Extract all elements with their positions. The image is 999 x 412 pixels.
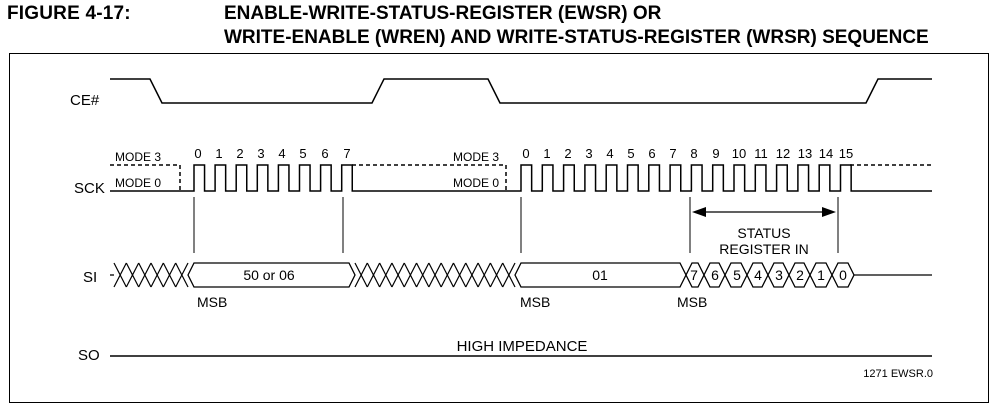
figure-reference-code: 1271 EWSR.0	[863, 368, 933, 380]
sck-waveform	[110, 164, 932, 192]
mode3-label-a: MODE 3	[115, 150, 161, 164]
clock-count-label: 6	[321, 146, 328, 161]
si-dont-care-line	[465, 262, 479, 288]
clock-count-label: 1	[215, 146, 222, 161]
clock-count-label: 5	[627, 146, 634, 161]
clock-count-label: 1	[543, 146, 550, 161]
status-register-arrow	[692, 207, 836, 217]
si-dont-care-line	[125, 262, 140, 288]
status-label-line2: REGISTER IN	[719, 241, 808, 257]
si-dont-care-line	[150, 262, 164, 288]
clock-count-label: 8	[690, 146, 697, 161]
sck-clock-line	[110, 164, 932, 192]
clock-count-group-1: 0 1 2 3 4 5 6 7	[194, 146, 350, 161]
clock-count-label: 4	[606, 146, 613, 161]
si-dont-care-line	[452, 262, 467, 288]
clock-count-label: 10	[732, 146, 746, 161]
mode3-label-b: MODE 3	[453, 150, 499, 164]
clock-count-label: 2	[564, 146, 571, 161]
figure-header: FIGURE 4-17: ENABLE-WRITE-STATUS-REGISTE…	[0, 0, 999, 52]
bit-label: 3	[775, 267, 783, 283]
bit-label: 0	[839, 267, 847, 283]
si-dont-care-line	[416, 262, 430, 288]
clock-count-label: 11	[754, 146, 768, 161]
si-waveform	[110, 262, 932, 288]
clock-count-label: 4	[278, 146, 285, 161]
si-dont-care-line	[354, 262, 368, 288]
msb-label-2: MSB	[520, 294, 550, 310]
clock-count-label: 0	[522, 146, 529, 161]
figure-number: FIGURE 4-17:	[7, 3, 131, 24]
si-dont-care-line	[113, 262, 127, 288]
si-dont-care-line	[428, 262, 442, 288]
mode0-label-a: MODE 0	[115, 176, 161, 190]
si-dont-care-line	[502, 262, 516, 288]
si-dont-care-line	[477, 262, 491, 288]
bit-label: 5	[733, 267, 741, 283]
clock-count-label: 3	[257, 146, 264, 161]
si-dont-care-line	[366, 262, 381, 288]
figure-title-line2: WRITE-ENABLE (WREN) AND WRITE-STATUS-REG…	[224, 27, 929, 48]
second-byte-label: 01	[592, 267, 608, 283]
clock-count-label: 15	[839, 146, 853, 161]
msb-label-3: MSB	[677, 294, 707, 310]
reference-lines	[193, 197, 839, 253]
si-dont-care-line	[391, 262, 405, 288]
clock-count-label: 2	[236, 146, 243, 161]
ce-label: CE#	[70, 92, 100, 109]
si-dont-care-line	[403, 262, 418, 288]
bit-label: 7	[690, 267, 698, 283]
bit-label: 4	[754, 267, 762, 283]
figure-title-line1: ENABLE-WRITE-STATUS-REGISTER (EWSR) OR	[224, 3, 662, 24]
so-label: SO	[78, 347, 100, 364]
clock-count-label: 7	[669, 146, 676, 161]
si-label: SI	[83, 269, 97, 286]
mode0-label-b: MODE 0	[453, 176, 499, 190]
ce-waveform	[110, 78, 932, 104]
so-state-label: HIGH IMPEDANCE	[457, 338, 588, 355]
clock-count-label: 9	[712, 146, 719, 161]
clock-count-label: 7	[343, 146, 350, 161]
status-bits: 7 6 5 4 3 2 1 0	[690, 267, 847, 283]
bit-label: 1	[817, 267, 825, 283]
bit-label: 2	[796, 267, 804, 283]
si-dont-care-line	[489, 262, 504, 288]
clock-count-label: 13	[798, 146, 812, 161]
msb-label-1: MSB	[197, 294, 227, 310]
si-byte-box	[187, 262, 356, 288]
diagram-frame	[9, 53, 989, 403]
clock-count-label: 3	[585, 146, 592, 161]
sck-label: SCK	[74, 180, 105, 197]
clock-count-label: 5	[299, 146, 306, 161]
clock-count-label: 14	[819, 146, 833, 161]
clock-count-label: 6	[648, 146, 655, 161]
first-byte-label: 50 or 06	[243, 267, 295, 283]
bit-label: 6	[711, 267, 719, 283]
si-dont-care-line	[175, 262, 189, 288]
clock-count-group-2: 0 1 2 3 4 5 6 7 8 9 10 11 12 13 14 15	[522, 146, 853, 161]
si-dont-care-line	[379, 262, 393, 288]
si-dont-care-line	[440, 262, 454, 288]
clock-count-label: 0	[194, 146, 201, 161]
si-dont-care-line	[138, 262, 152, 288]
status-label-line1: STATUS	[737, 225, 790, 241]
si-dont-care-line	[162, 262, 177, 288]
clock-count-label: 12	[776, 146, 790, 161]
